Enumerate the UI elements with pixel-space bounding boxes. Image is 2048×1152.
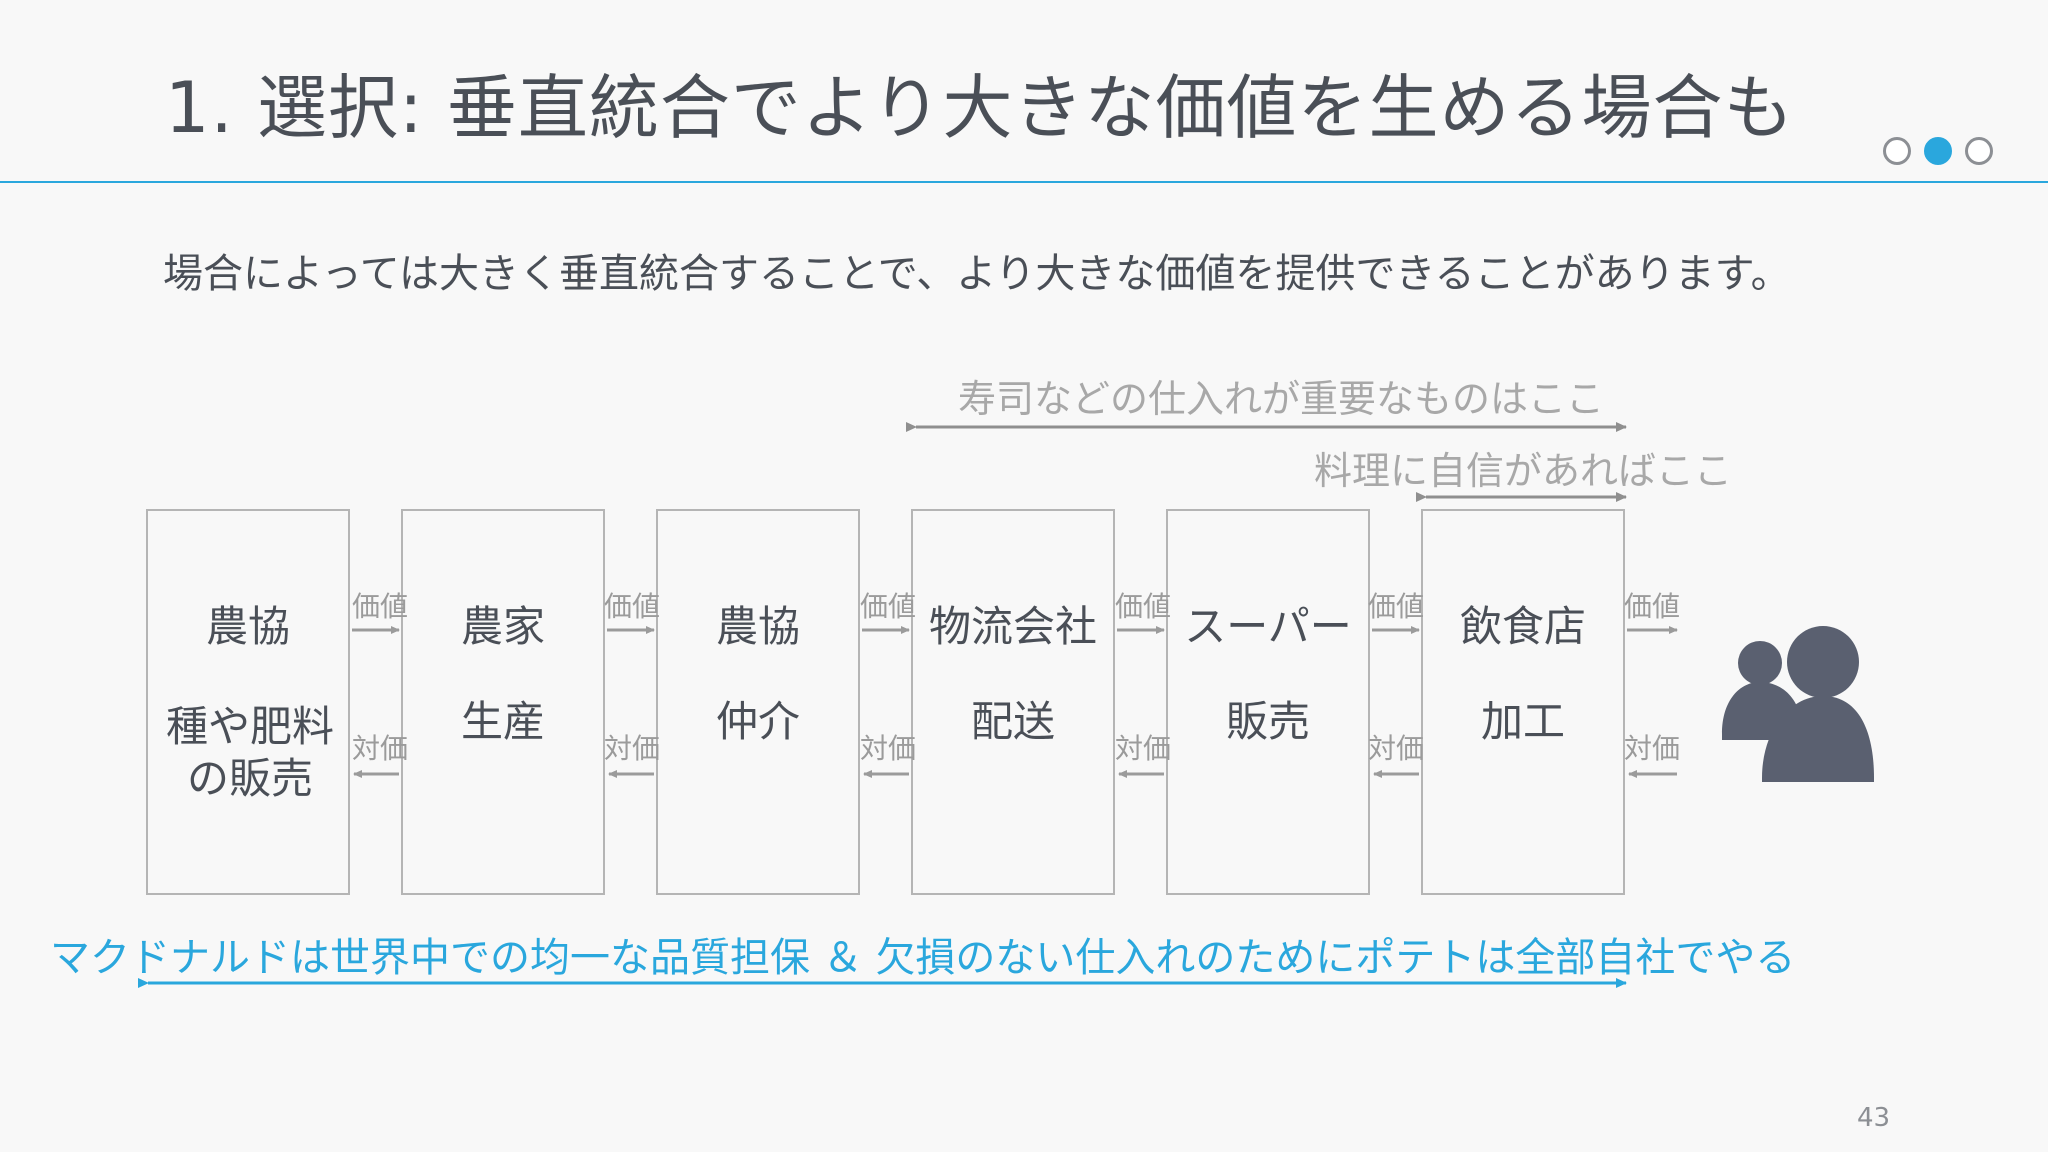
value-label-3: 価値 xyxy=(860,590,917,623)
chain-box-name: 農家 xyxy=(460,602,545,651)
payment-label-1: 対価 xyxy=(352,732,409,765)
people-icon xyxy=(1722,626,1874,782)
chain-box-name: 農協 xyxy=(715,602,800,651)
payment-label-5: 対価 xyxy=(1368,732,1425,765)
value-label-1: 価値 xyxy=(352,590,409,623)
chain-box-role: 加工 xyxy=(1480,697,1565,746)
slide-title: 1. 選択: 垂直統合でより大きな価値を生める場合も xyxy=(165,67,1795,149)
chain-box-6: 飲食店 加工 xyxy=(1421,509,1625,895)
value-label-6: 価値 xyxy=(1624,590,1681,623)
value-label-5: 価値 xyxy=(1368,590,1425,623)
chain-box-2: 農家 生産 xyxy=(401,509,605,895)
chain-box-role: 販売 xyxy=(1225,697,1310,746)
payment-label-2: 対価 xyxy=(604,732,661,765)
pager-dot-1[interactable] xyxy=(1883,137,1911,165)
chain-box-role: 生産 xyxy=(460,697,545,746)
chain-box-4: 物流会社 配送 xyxy=(911,509,1115,895)
payment-label-6: 対価 xyxy=(1624,732,1681,765)
chain-box-role: 仲介 xyxy=(715,697,800,746)
payment-label-4: 対価 xyxy=(1115,732,1172,765)
chain-box-name: 飲食店 xyxy=(1459,602,1586,651)
sushi-note: 寿司などの仕入れが重要なものはここ xyxy=(958,377,1605,421)
chain-box-name: 物流会社 xyxy=(928,602,1097,651)
cooking-note: 料理に自信があればここ xyxy=(1314,449,1733,493)
value-label-2: 価値 xyxy=(604,590,661,623)
pager-dot-2-active[interactable] xyxy=(1924,137,1952,165)
chain-box-1: 農協 種や肥料の販売 xyxy=(146,509,350,895)
chain-box-name: スーパー xyxy=(1184,602,1352,651)
title-divider xyxy=(0,181,2048,183)
page-number: 43 xyxy=(1857,1103,1891,1133)
chain-box-3: 農協 仲介 xyxy=(656,509,860,895)
pager-dot-3[interactable] xyxy=(1965,137,1993,165)
chain-box-name: 農協 xyxy=(205,602,290,651)
mcdonalds-note: マクドナルドは世界中での均一な品質担保 ＆ 欠損のない仕入れのためにポテトは全部… xyxy=(50,935,1796,981)
chain-box-role: 配送 xyxy=(970,697,1055,746)
payment-label-3: 対価 xyxy=(860,732,917,765)
value-label-4: 価値 xyxy=(1115,590,1172,623)
chain-box-role: 種や肥料の販売 xyxy=(166,702,335,803)
chain-box-5: スーパー 販売 xyxy=(1166,509,1370,895)
slide-subtitle: 場合によっては大きく垂直統合することで、より大きな価値を提供できることがあります… xyxy=(163,251,1791,297)
